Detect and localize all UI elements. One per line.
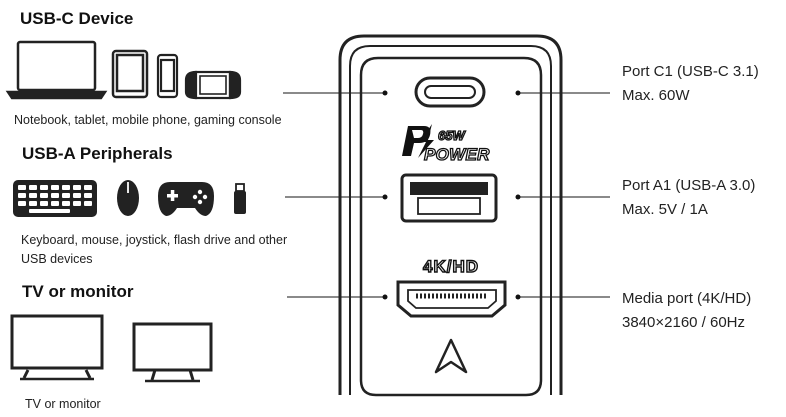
laptop-icon	[5, 40, 108, 100]
power-logo: 65W POWER	[402, 124, 490, 165]
media-port-description: Media port (4K/HD) 3840×2160 / 60Hz	[622, 287, 751, 335]
power-logo-watt: 65W	[438, 128, 466, 143]
port-c1-title: Port C1 (USB-C 3.1)	[622, 63, 759, 80]
gamepad-icon	[158, 182, 214, 216]
usb-c-port	[414, 76, 486, 108]
port-c1-spec: Max. 60W	[622, 87, 690, 104]
brand-logo-icon	[434, 338, 468, 374]
flash-drive-icon	[234, 183, 246, 214]
tablet-icon	[111, 49, 149, 99]
usb-a-port	[400, 173, 498, 223]
hdmi-label: 4K/HD	[423, 257, 479, 276]
phone-icon	[156, 53, 179, 99]
tv-icon	[10, 314, 104, 381]
port-a1-description: Port A1 (USB-A 3.0) Max. 5V / 1A	[622, 174, 755, 222]
tv-caption: TV or monitor	[25, 397, 101, 411]
usbc-caption: Notebook, tablet, mobile phone, gaming c…	[14, 113, 282, 127]
keyboard-icon	[13, 180, 97, 217]
power-logo-text: POWER	[424, 145, 490, 164]
connector-dots	[382, 90, 521, 300]
monitor-icon	[132, 322, 213, 383]
usba-caption: Keyboard, mouse, joystick, flash drive a…	[21, 233, 288, 266]
mouse-icon	[117, 180, 139, 216]
usbc-heading: USB-C Device	[20, 9, 134, 28]
usba-heading: USB-A Peripherals	[22, 144, 173, 163]
port-a1-title: Port A1 (USB-A 3.0)	[622, 177, 756, 194]
hdmi-port	[396, 280, 507, 318]
port-c1-description: Port C1 (USB-C 3.1) Max. 60W	[622, 60, 759, 108]
port-a1-spec: Max. 5V / 1A	[622, 201, 708, 218]
connector-lines	[283, 92, 610, 298]
media-port-spec: 3840×2160 / 60Hz	[622, 314, 746, 331]
media-port-title: Media port (4K/HD)	[622, 290, 752, 307]
game-console-icon	[184, 70, 242, 100]
tv-heading: TV or monitor	[22, 282, 134, 301]
charger-body	[338, 34, 563, 397]
